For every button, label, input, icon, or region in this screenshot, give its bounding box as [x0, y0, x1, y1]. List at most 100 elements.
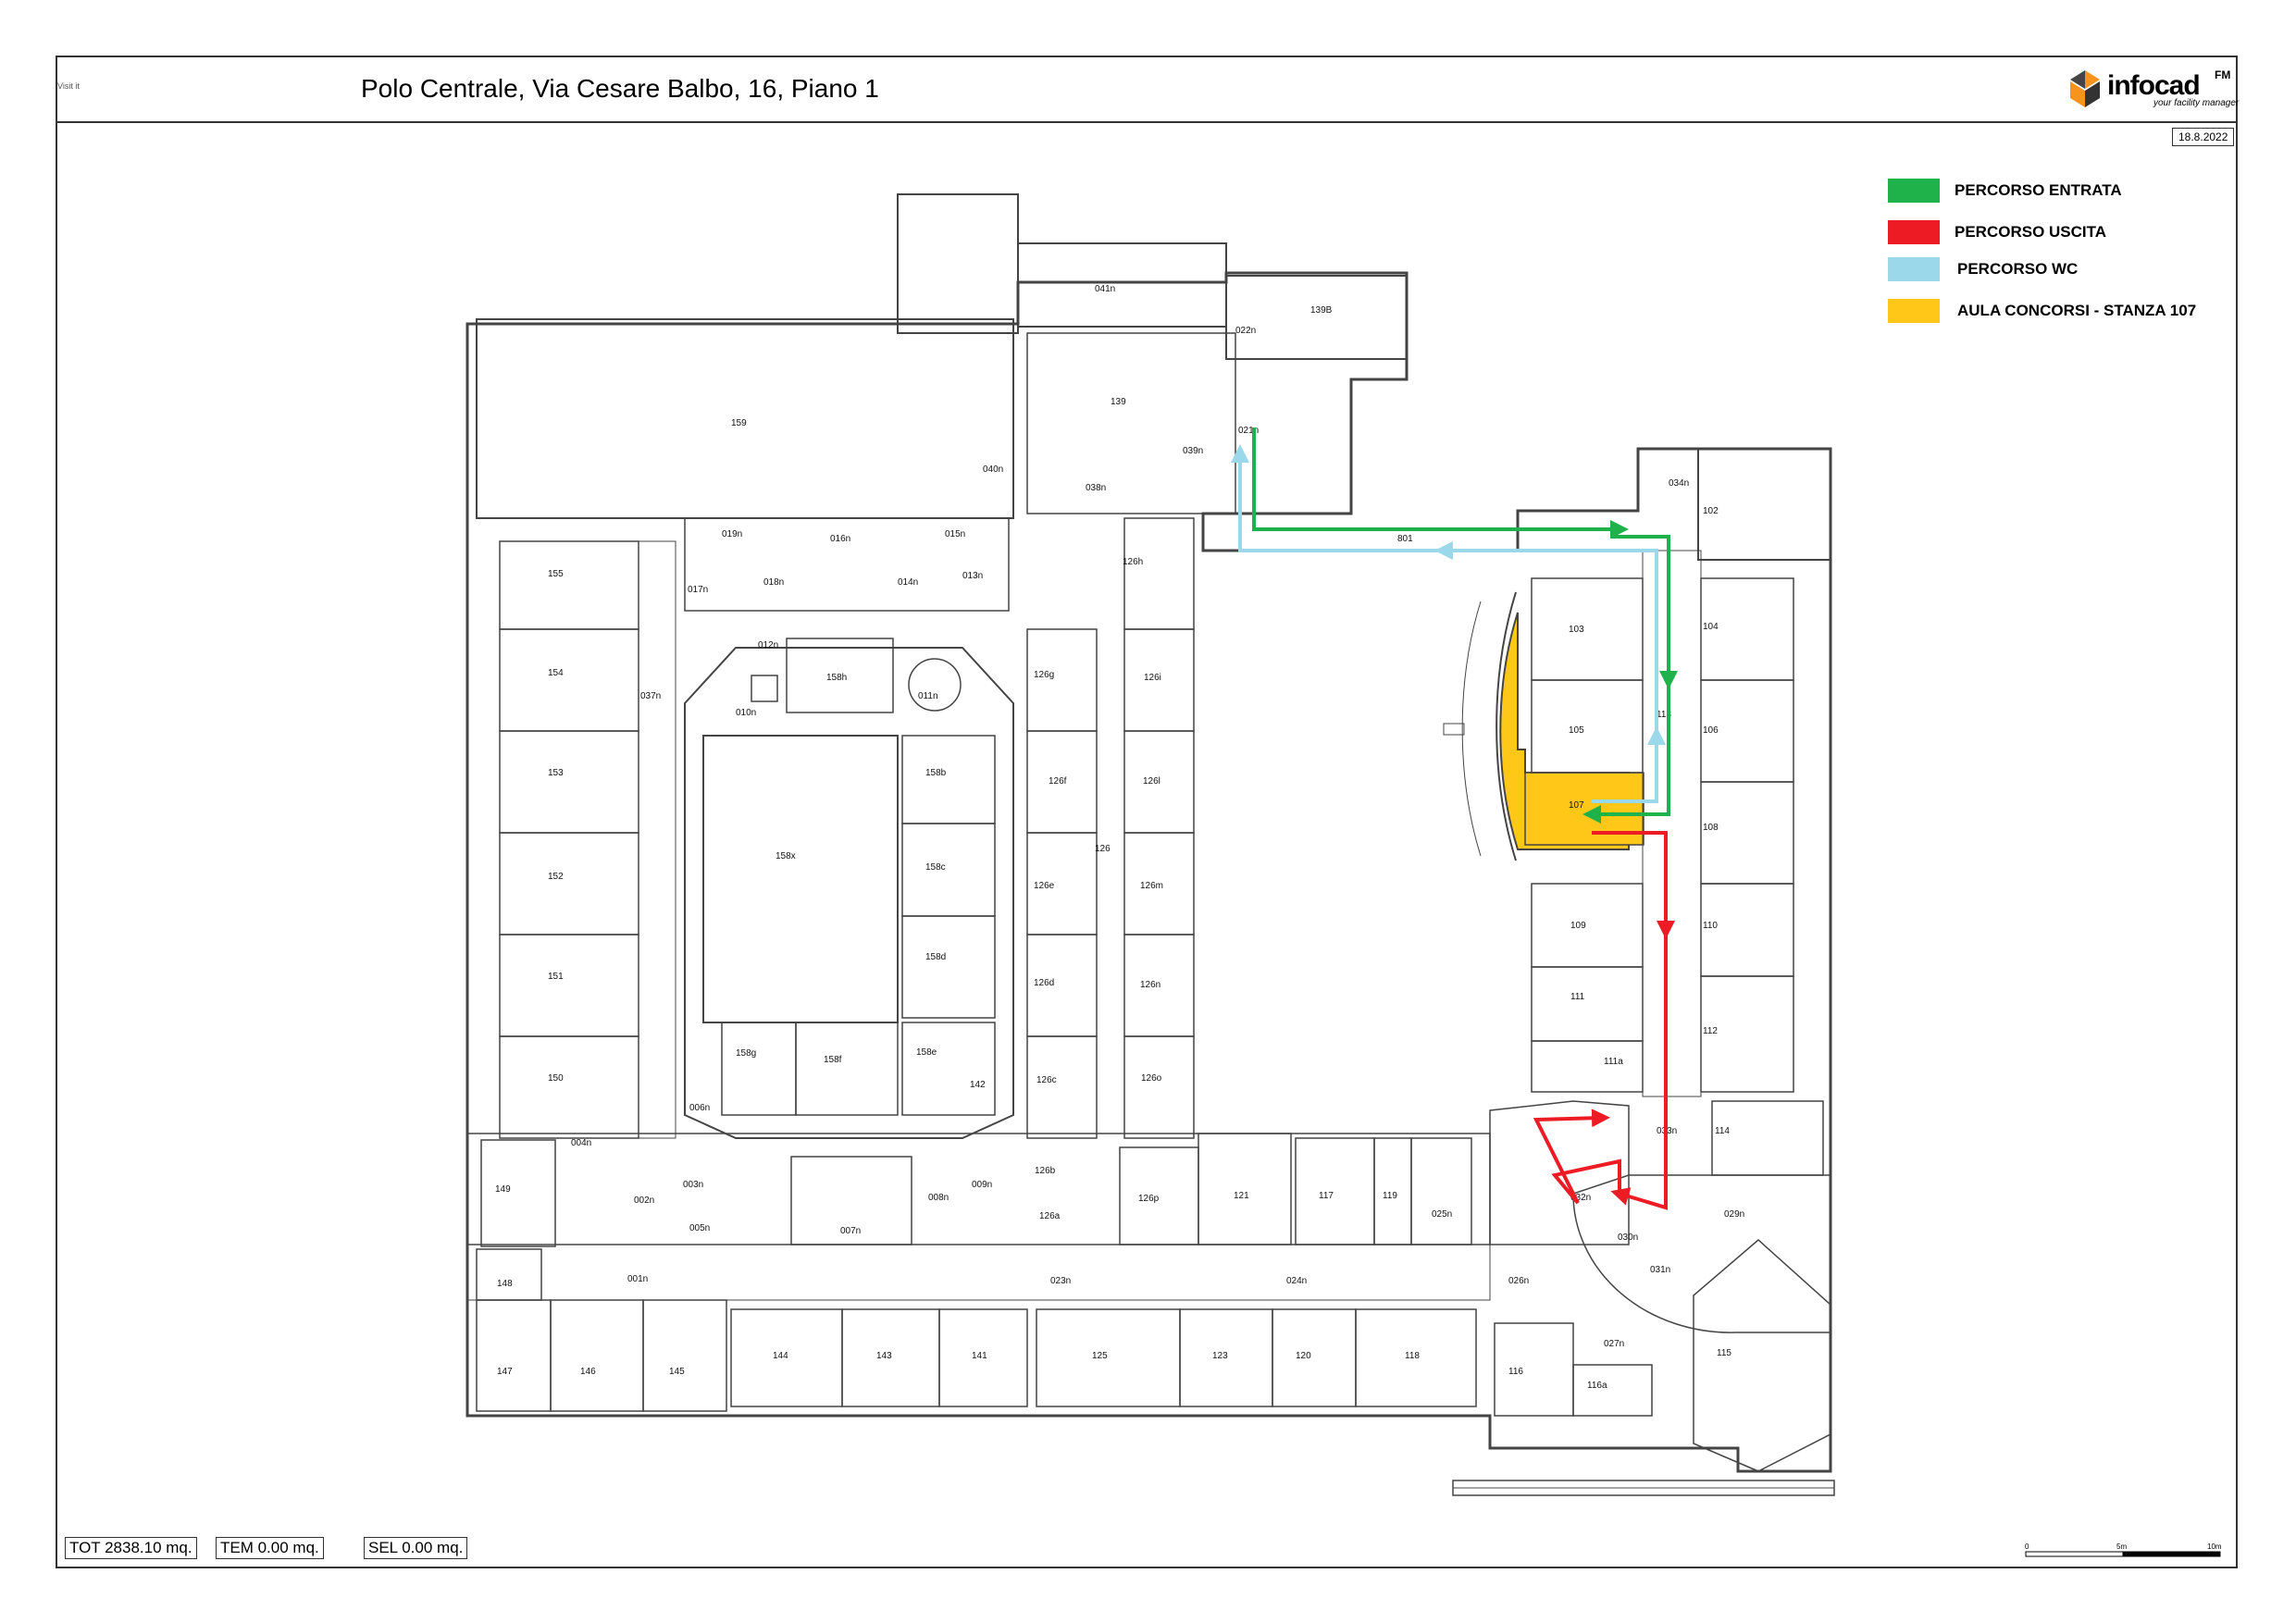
label-158x: 158x: [776, 851, 796, 861]
spiral-stair-icon: [908, 658, 962, 712]
room-158h: [786, 638, 894, 713]
infocad-logo: infocad FM your facility manager: [2068, 67, 2244, 115]
label-041n: 041n: [1095, 284, 1115, 294]
route-exit-segment-2: [1610, 930, 1668, 1210]
drawing-frame: [56, 56, 2238, 1568]
legend-label-highlight: AULA CONCORSI - STANZA 107: [1957, 302, 2197, 319]
legend-label-entry: PERCORSO ENTRATA: [1955, 181, 2122, 199]
label-018n: 018n: [763, 577, 784, 588]
room-126c: [1026, 1035, 1098, 1139]
source-link[interactable]: Visit it: [57, 81, 80, 91]
label-151: 151: [548, 972, 564, 982]
room-115: [1693, 1239, 1831, 1472]
room-158e: [901, 1022, 996, 1116]
label-030n: 030n: [1618, 1233, 1638, 1243]
room-151: [499, 934, 639, 1037]
room-155: [499, 540, 639, 630]
label-011n: 011n: [918, 691, 938, 701]
room-126g: [1026, 628, 1098, 732]
label-015n: 015n: [945, 529, 965, 539]
label-147: 147: [497, 1367, 513, 1377]
room-126p: [1119, 1146, 1199, 1245]
label-008n: 008n: [928, 1193, 949, 1203]
scale-label-end: 10m: [2207, 1542, 2222, 1551]
legend-swatch-highlight: [1888, 299, 1940, 323]
label-158h: 158h: [826, 673, 847, 683]
label-024n: 024n: [1286, 1276, 1307, 1286]
label-007n: 007n: [840, 1226, 861, 1236]
label-126a: 126a: [1039, 1211, 1061, 1221]
room-148: [476, 1248, 542, 1301]
legend-label-exit: PERCORSO USCITA: [1955, 223, 2107, 241]
route-exit-segment-3: [1533, 1109, 1621, 1205]
label-010n: 010n: [736, 708, 756, 718]
building-outline: [465, 271, 1832, 1473]
label-158g: 158g: [736, 1048, 756, 1059]
room-103: [1531, 577, 1644, 681]
label-004n: 004n: [571, 1138, 591, 1148]
label-158b: 158b: [925, 768, 947, 778]
route-wc-segment-3: [1231, 444, 1444, 552]
label-158d: 158d: [925, 952, 946, 962]
stair-007n: [790, 1156, 912, 1245]
label-019n: 019n: [722, 529, 742, 539]
label-142: 142: [970, 1080, 986, 1090]
label-152: 152: [548, 872, 564, 882]
label-159: 159: [731, 418, 747, 428]
label-153: 153: [548, 768, 564, 778]
room-111a: [1531, 1040, 1644, 1093]
room-111: [1531, 966, 1644, 1042]
label-113: 113: [1657, 710, 1671, 720]
room-158c: [901, 823, 996, 917]
room-158g: [721, 1022, 797, 1116]
legend-label-wc: PERCORSO WC: [1957, 260, 2079, 278]
label-039n: 039n: [1183, 446, 1203, 456]
room-158b: [901, 735, 996, 824]
label-014n: 014n: [898, 577, 918, 588]
label-022n: 022n: [1235, 326, 1256, 336]
legend-item-wc: PERCORSO WC: [1888, 254, 2258, 282]
label-126i: 126i: [1144, 673, 1161, 683]
label-040n: 040n: [983, 465, 1003, 475]
label-102: 102: [1703, 506, 1719, 516]
label-118: 118: [1405, 1351, 1420, 1361]
label-125: 125: [1092, 1351, 1108, 1361]
label-108: 108: [1703, 823, 1719, 833]
legend-item-highlight: AULA CONCORSI - STANZA 107: [1888, 296, 2258, 324]
label-148: 148: [497, 1279, 513, 1289]
wing-north-east: [1017, 242, 1227, 328]
label-038n: 038n: [1086, 483, 1106, 493]
room-139B-block: [1225, 275, 1408, 360]
label-126b: 126b: [1035, 1166, 1056, 1176]
room-145: [642, 1299, 727, 1412]
room-149: [480, 1139, 556, 1247]
footer-sel-area: SEL 0.00 mq.: [364, 1537, 468, 1559]
label-107: 107: [1569, 800, 1584, 811]
label-145: 145: [669, 1367, 685, 1377]
scale-bar-dark: [2122, 1551, 2221, 1557]
page-title: Polo Centrale, Via Cesare Balbo, 16, Pia…: [361, 74, 879, 103]
label-013n: 013n: [962, 571, 983, 581]
label-126e: 126e: [1034, 881, 1055, 891]
label-104: 104: [1703, 622, 1719, 632]
room-139: [1026, 332, 1236, 514]
label-016n: 016n: [830, 534, 850, 544]
logo-superscript: FM: [2215, 68, 2231, 81]
room-102-block: [1697, 448, 1831, 561]
room-147: [476, 1299, 552, 1412]
south-corridor: [466, 1244, 1491, 1301]
room-107-fixture: [1443, 723, 1465, 736]
label-006n: 006n: [689, 1103, 710, 1113]
label-120: 120: [1296, 1351, 1311, 1361]
label-139B: 139B: [1310, 305, 1333, 316]
label-114: 114: [1715, 1126, 1730, 1136]
room-109: [1531, 883, 1644, 968]
label-106: 106: [1703, 725, 1719, 736]
label-126o: 126o: [1141, 1073, 1162, 1084]
label-126c: 126c: [1036, 1075, 1057, 1085]
label-141: 141: [972, 1351, 987, 1361]
label-126f: 126f: [1049, 776, 1067, 787]
room-158x: [702, 735, 899, 1023]
label-150: 150: [548, 1073, 564, 1084]
room-126o: [1123, 1035, 1195, 1139]
